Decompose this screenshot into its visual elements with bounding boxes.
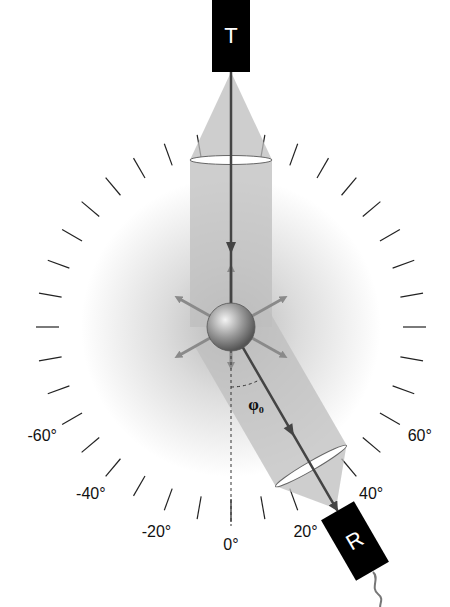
angle-label: 20° xyxy=(293,523,317,541)
instrument-box: T xyxy=(212,0,250,72)
instrument-letter: T xyxy=(224,23,237,49)
angle-label: -20° xyxy=(142,523,172,541)
instrument-box: R xyxy=(321,501,389,581)
angle-label: -60° xyxy=(27,427,57,445)
angle-label: -40° xyxy=(76,485,106,503)
instrument-letter: R xyxy=(342,526,369,556)
beam-arrowhead xyxy=(284,423,299,438)
beam-arrowhead xyxy=(226,242,236,254)
angle-label: 60° xyxy=(408,427,432,445)
angle-arc xyxy=(231,379,261,387)
reference-line xyxy=(231,350,232,526)
angle-label: 40° xyxy=(359,485,383,503)
angle-symbol: φ₀ xyxy=(248,395,264,415)
light-path xyxy=(231,72,337,511)
angle-label: 0° xyxy=(223,536,238,554)
particle xyxy=(207,303,255,351)
cable xyxy=(373,572,382,607)
